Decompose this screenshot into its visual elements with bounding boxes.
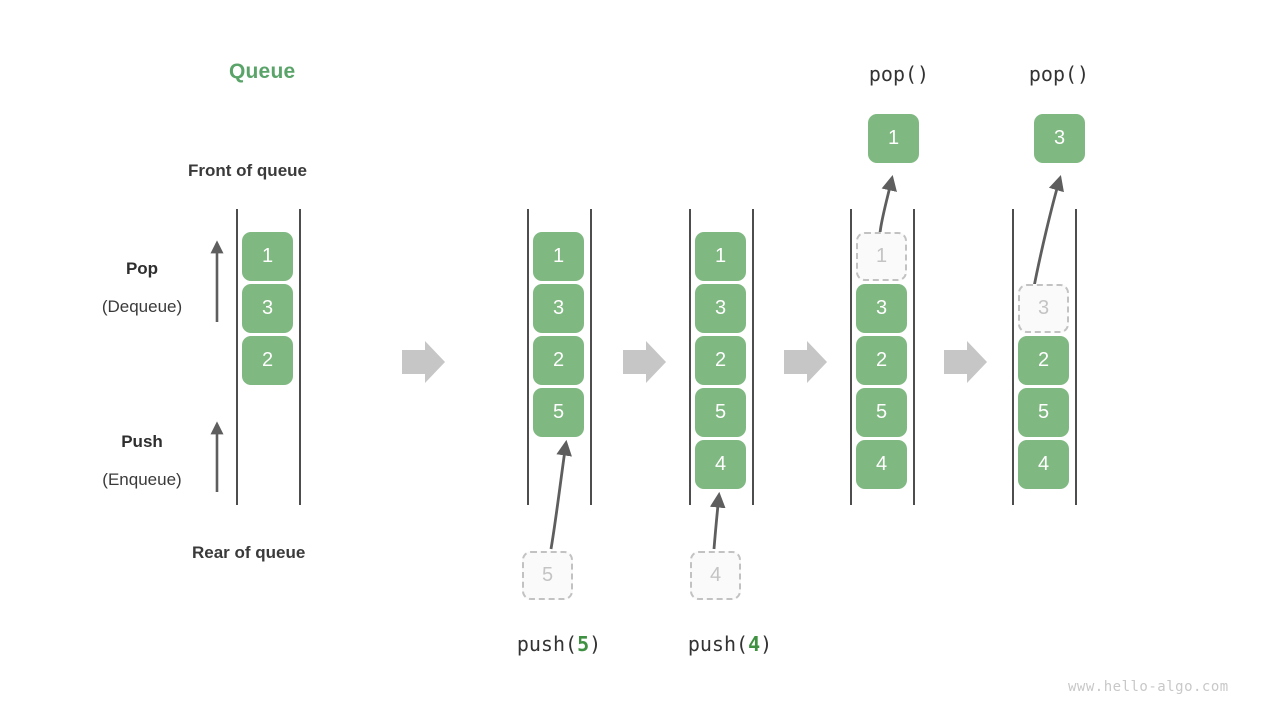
queue-rail-left bbox=[236, 209, 238, 505]
pop-label: Pop bbox=[125, 259, 159, 278]
push-5-motion-arrow bbox=[549, 439, 572, 550]
queue-node[interactable]: 2 bbox=[1018, 336, 1069, 385]
queue-node[interactable]: 4 bbox=[856, 440, 907, 489]
push-label: Push bbox=[121, 432, 163, 451]
queue-node[interactable]: 1 bbox=[242, 232, 293, 281]
queue-node[interactable]: 5 bbox=[695, 388, 746, 437]
push-4-motion-arrow bbox=[709, 491, 726, 550]
queue-rail-left bbox=[1012, 209, 1014, 505]
incoming-ghost-node: 4 bbox=[690, 551, 741, 600]
push-5-caption: push(5) bbox=[459, 632, 659, 656]
queue-node[interactable]: 2 bbox=[242, 336, 293, 385]
outgoing-ghost-node: 1 bbox=[856, 232, 907, 281]
push-4-caption-suffix: ) bbox=[760, 632, 773, 656]
queue-node[interactable]: 2 bbox=[695, 336, 746, 385]
front-of-queue-label: Front of queue bbox=[188, 161, 307, 180]
queue-node-new[interactable]: 5 bbox=[533, 388, 584, 437]
queue-node[interactable]: 3 bbox=[856, 284, 907, 333]
push-sublabel: (Enqueue) bbox=[102, 470, 182, 489]
queue-rail-right bbox=[299, 209, 301, 505]
queue-node[interactable]: 3 bbox=[242, 284, 293, 333]
step-separator-arrow-3 bbox=[784, 341, 827, 383]
queue-rail-right bbox=[913, 209, 915, 505]
queue-node[interactable]: 2 bbox=[533, 336, 584, 385]
queue-node[interactable]: 5 bbox=[856, 388, 907, 437]
step-separator-arrow-1 bbox=[402, 341, 445, 383]
page-title: Queue bbox=[229, 60, 296, 83]
pop-caption-1: pop() bbox=[868, 62, 930, 86]
push-4-caption-prefix: push( bbox=[687, 632, 749, 656]
queue-rail-right bbox=[1075, 209, 1077, 505]
queue-node[interactable]: 4 bbox=[1018, 440, 1069, 489]
push-5-caption-prefix: push( bbox=[516, 632, 578, 656]
push-5-caption-suffix: ) bbox=[589, 632, 602, 656]
queue-rail-right bbox=[590, 209, 592, 505]
step-separator-arrow-4 bbox=[944, 341, 987, 383]
popped-node[interactable]: 3 bbox=[1034, 114, 1085, 163]
queue-node[interactable]: 3 bbox=[533, 284, 584, 333]
push-5-caption-arg: 5 bbox=[577, 632, 590, 656]
queue-node[interactable]: 1 bbox=[695, 232, 746, 281]
queue-rail-left bbox=[689, 209, 691, 505]
queue-rail-left bbox=[527, 209, 529, 505]
incoming-ghost-node: 5 bbox=[522, 551, 573, 600]
pop-caption-2: pop() bbox=[1028, 62, 1090, 86]
pop-3-motion-arrow bbox=[1031, 174, 1064, 293]
push-4-caption-arg: 4 bbox=[748, 632, 761, 656]
watermark: www.hello-algo.com bbox=[1068, 679, 1229, 695]
rear-of-queue-label: Rear of queue bbox=[192, 543, 306, 562]
queue-node[interactable]: 1 bbox=[533, 232, 584, 281]
queue-rail-right bbox=[752, 209, 754, 505]
push-4-caption: push(4) bbox=[630, 632, 830, 656]
popped-node[interactable]: 1 bbox=[868, 114, 919, 163]
queue-node[interactable]: 2 bbox=[856, 336, 907, 385]
outgoing-ghost-node: 3 bbox=[1018, 284, 1069, 333]
pop-sublabel: (Dequeue) bbox=[101, 297, 183, 316]
queue-rail-left bbox=[850, 209, 852, 505]
queue-node[interactable]: 3 bbox=[695, 284, 746, 333]
queue-node-new[interactable]: 4 bbox=[695, 440, 746, 489]
queue-node[interactable]: 5 bbox=[1018, 388, 1069, 437]
step-separator-arrow-2 bbox=[623, 341, 666, 383]
